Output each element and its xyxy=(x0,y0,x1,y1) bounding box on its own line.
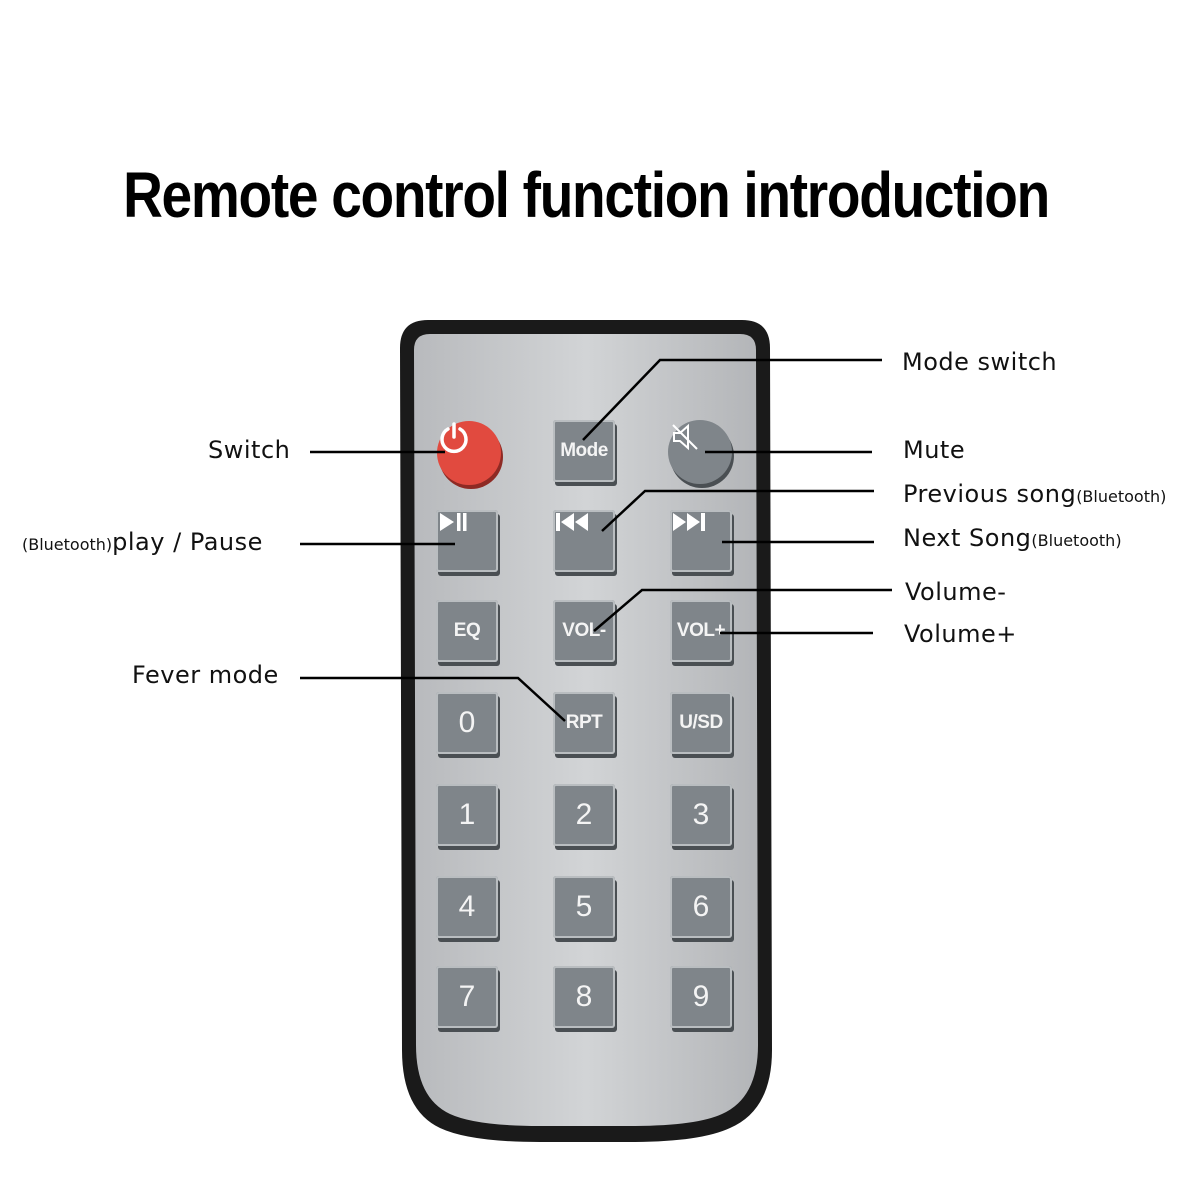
key-8[interactable]: 8 xyxy=(553,966,615,1028)
label-previous-song-text: Previous song xyxy=(903,480,1077,508)
skip-next-icon xyxy=(673,513,705,531)
label-next-song-sub: (Bluetooth) xyxy=(1031,531,1122,550)
key-5[interactable]: 5 xyxy=(553,876,615,938)
key-4[interactable]: 4 xyxy=(436,876,498,938)
label-next-song-text: Next Song xyxy=(903,524,1032,552)
label-previous-song: Previous song(Bluetooth) xyxy=(903,480,1166,508)
callout-line-previous xyxy=(601,489,874,532)
previous-button[interactable] xyxy=(553,510,615,572)
label-volume-plus: Volume+ xyxy=(904,620,1017,648)
label-next-song: Next Song(Bluetooth) xyxy=(903,524,1122,552)
volume-up-button[interactable]: VOL+ xyxy=(670,600,732,662)
callout-line-volume-minus xyxy=(593,588,892,632)
power-button[interactable] xyxy=(437,421,501,485)
page-title: Remote control function introduction xyxy=(123,159,1050,231)
label-previous-song-sub: (Bluetooth) xyxy=(1076,487,1167,506)
play-pause-icon xyxy=(440,513,467,531)
speaker-mute-icon xyxy=(672,423,698,451)
remote-control: Mode EQ VOL- VOL+ 0 RPT U/SD 1 2 3 xyxy=(400,320,772,1142)
callout-line-fever xyxy=(300,676,566,722)
skip-previous-icon xyxy=(556,513,588,531)
volume-down-button[interactable]: VOL- xyxy=(553,600,615,662)
label-play-pause: (Bluetooth)play / Pause xyxy=(22,528,263,556)
label-mute: Mute xyxy=(903,436,966,464)
key-3[interactable]: 3 xyxy=(670,784,732,846)
label-mode-switch: Mode switch xyxy=(902,348,1058,376)
key-1[interactable]: 1 xyxy=(436,784,498,846)
power-icon xyxy=(440,422,468,454)
key-2[interactable]: 2 xyxy=(553,784,615,846)
next-button[interactable] xyxy=(670,510,732,572)
label-volume-minus: Volume- xyxy=(905,578,1007,606)
key-6[interactable]: 6 xyxy=(670,876,732,938)
label-fever-mode: Fever mode xyxy=(132,661,279,689)
label-switch: Switch xyxy=(208,436,291,464)
key-9[interactable]: 9 xyxy=(670,966,732,1028)
eq-button[interactable]: EQ xyxy=(436,600,498,662)
key-0[interactable]: 0 xyxy=(436,692,498,754)
repeat-button[interactable]: RPT xyxy=(553,692,615,754)
usd-button[interactable]: U/SD xyxy=(670,692,732,754)
key-7[interactable]: 7 xyxy=(436,966,498,1028)
label-play-pause-sub: (Bluetooth) xyxy=(22,535,113,554)
play-pause-button[interactable] xyxy=(436,510,498,572)
callout-line-mode xyxy=(582,358,882,441)
mode-button[interactable]: Mode xyxy=(553,420,615,482)
label-play-pause-text: play / Pause xyxy=(112,528,263,556)
